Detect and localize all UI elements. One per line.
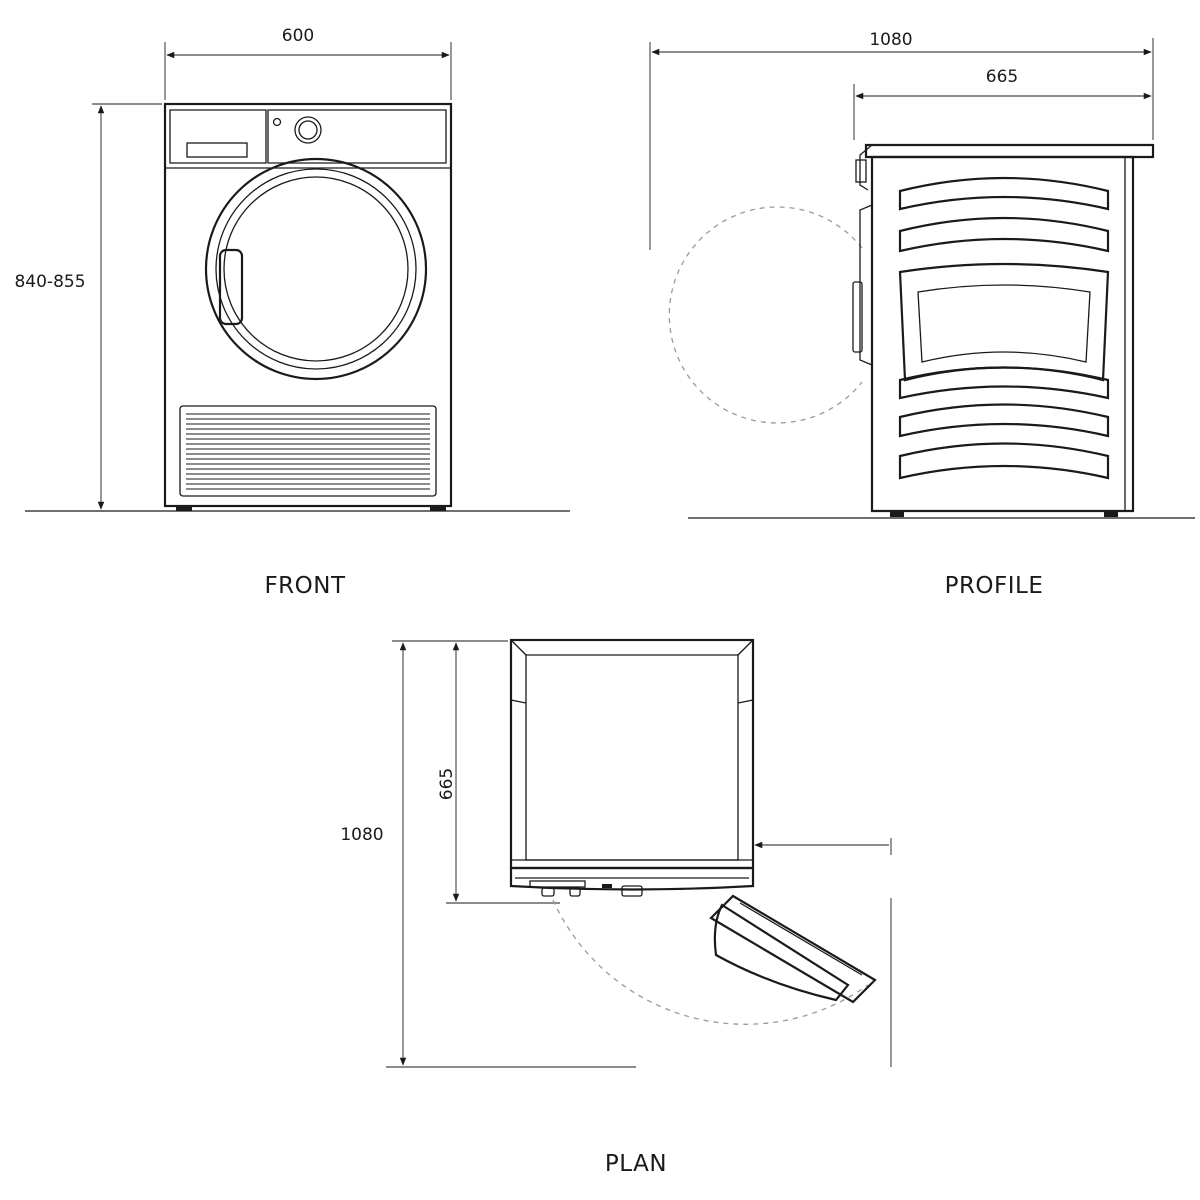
front-height-dimension: 840-855 bbox=[14, 103, 162, 510]
profile-body-depth-dimension: 665 bbox=[853, 67, 1152, 140]
front-width-dimension: 600 bbox=[164, 26, 452, 100]
front-view-title: FRONT bbox=[264, 573, 346, 599]
front-filter-grille bbox=[179, 405, 437, 497]
profile-door-handle bbox=[852, 281, 863, 353]
front-foot-left bbox=[176, 506, 192, 511]
front-control-panel bbox=[165, 109, 451, 169]
plan-total-depth-dimension: 1080 bbox=[340, 640, 636, 1068]
front-cabinet-outline bbox=[163, 102, 453, 508]
front-width-label: 600 bbox=[282, 26, 314, 46]
front-display-window bbox=[186, 142, 248, 158]
front-view: 600 840-855 bbox=[14, 26, 570, 599]
plan-body-depth-dimension: 665 bbox=[437, 642, 560, 904]
plan-front-strip bbox=[509, 866, 755, 897]
plan-door-clearance-dimension bbox=[754, 838, 892, 1067]
plan-knob bbox=[621, 885, 643, 897]
profile-view-title: PROFILE bbox=[945, 573, 1044, 599]
profile-control-knob bbox=[855, 159, 867, 183]
profile-cabinet bbox=[852, 143, 1155, 517]
front-door bbox=[204, 157, 428, 381]
plan-view-title: PLAN bbox=[605, 1151, 667, 1177]
front-program-knob bbox=[294, 116, 322, 144]
plan-door-swing-arc bbox=[552, 899, 869, 1025]
plan-open-door bbox=[709, 894, 877, 1004]
profile-total-depth-dimension: 1080 bbox=[649, 30, 1154, 250]
front-foot-right bbox=[430, 506, 446, 511]
profile-total-depth-label: 1080 bbox=[869, 30, 912, 50]
profile-body-depth-label: 665 bbox=[986, 67, 1018, 87]
front-door-handle bbox=[218, 248, 244, 326]
profile-side-ribs bbox=[898, 176, 1110, 480]
front-height-label: 840-855 bbox=[14, 272, 85, 292]
profile-door-swing-arc bbox=[668, 206, 863, 424]
plan-body-depth-label: 665 bbox=[437, 768, 457, 800]
front-power-button bbox=[272, 117, 282, 127]
plan-view: 1080 665 bbox=[340, 638, 892, 1177]
plan-cabinet-top bbox=[509, 638, 755, 870]
profile-view: 1080 665 bbox=[649, 30, 1195, 599]
plan-total-depth-label: 1080 bbox=[340, 825, 383, 845]
